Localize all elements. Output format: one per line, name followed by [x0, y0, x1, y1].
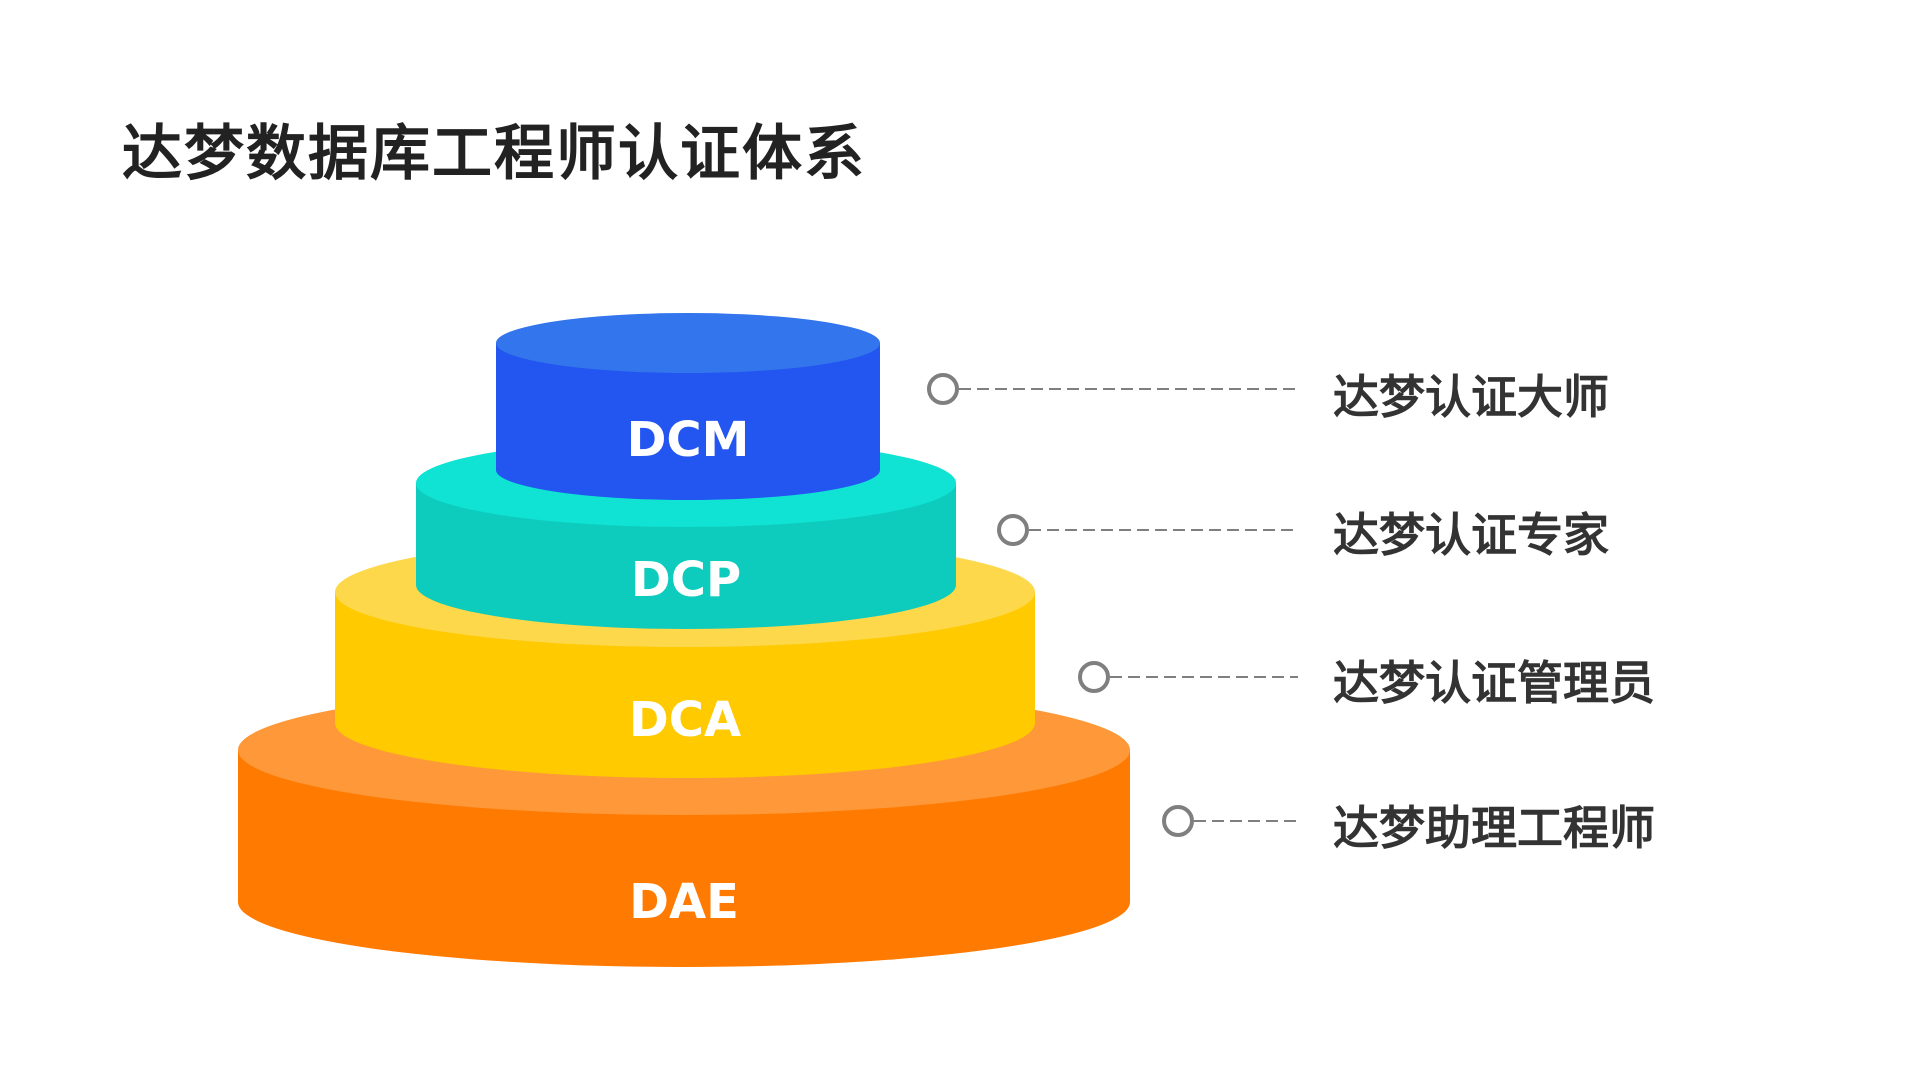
callout-dot-icon: [997, 514, 1029, 546]
callout-dcm: 达梦认证大师: [927, 370, 1609, 424]
tier-name-label: 达梦认证大师: [1333, 370, 1609, 424]
callout-dae: 达梦助理工程师: [1162, 801, 1655, 855]
page-title: 达梦数据库工程师认证体系: [122, 119, 866, 189]
callout-dcp: 达梦认证专家: [997, 508, 1609, 562]
tier-dcm-code: DCM: [627, 412, 750, 468]
callout-dot-icon: [1078, 661, 1110, 693]
tier-dcm-side: [496, 343, 880, 500]
tier-name-label: 达梦认证管理员: [1333, 656, 1655, 710]
tier-dcm: DCM: [496, 313, 880, 500]
callout-dot-icon: [1162, 805, 1194, 837]
tier-name-label: 达梦助理工程师: [1333, 801, 1655, 855]
callout-dot-icon: [927, 373, 959, 405]
tier-name-label: 达梦认证专家: [1333, 508, 1609, 562]
tier-dae-code: DAE: [629, 874, 739, 930]
tier-dcm-top: [496, 313, 880, 373]
tier-dca-code: DCA: [629, 692, 741, 748]
callout-dca: 达梦认证管理员: [1078, 656, 1655, 710]
tier-dcp-code: DCP: [631, 552, 741, 608]
